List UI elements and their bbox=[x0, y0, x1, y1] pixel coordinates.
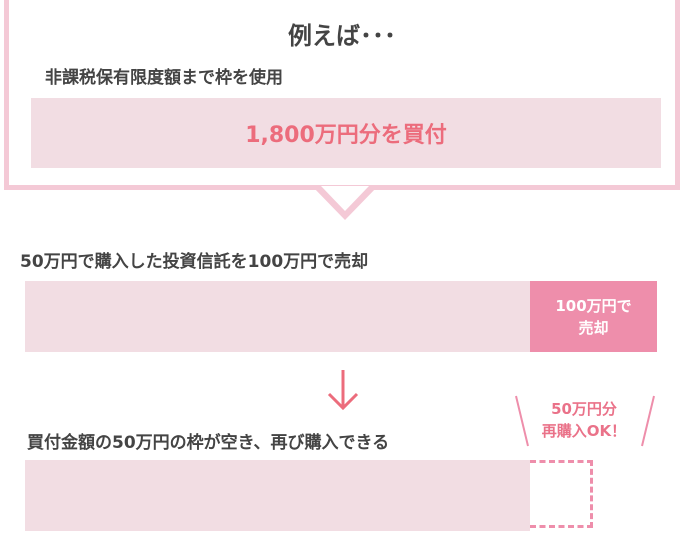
callout-purchase-box: 1,800万円分を買付 bbox=[31, 98, 661, 168]
example-callout: 例えば･･･ 非課税保有限度額まで枠を使用 1,800万円分を買付 bbox=[4, 0, 680, 190]
remaining-holding-bar bbox=[25, 460, 530, 531]
sale-action-text: 売却 bbox=[578, 318, 609, 337]
sale-amount-text: 100万円で bbox=[555, 296, 632, 315]
rebuy-ok: 再購入OK！ bbox=[541, 422, 627, 440]
purchase-amount-text: 1,800万円分を買付 bbox=[245, 123, 447, 148]
sale-block: 100万円で 売却 bbox=[530, 281, 657, 352]
sale-description: 50万円で購入した投資信託を100万円で売却 bbox=[20, 252, 369, 272]
freed-quota-box bbox=[530, 460, 593, 528]
rebuy-amount: 50万円分 bbox=[551, 400, 617, 418]
left-slash-mark bbox=[515, 395, 529, 447]
callout-title: 例えば･･･ bbox=[288, 22, 396, 50]
callout-label: 非課税保有限度額まで枠を使用 bbox=[45, 68, 283, 88]
down-arrow-icon bbox=[327, 370, 359, 411]
right-slash-mark bbox=[641, 395, 655, 447]
callout-tail bbox=[312, 186, 378, 220]
holding-bar bbox=[25, 281, 530, 352]
rebuy-description: 買付金額の50万円の枠が空き、再び購入できる bbox=[27, 433, 390, 453]
rebuy-label: 50万円分 再購入OK！ bbox=[530, 398, 638, 442]
